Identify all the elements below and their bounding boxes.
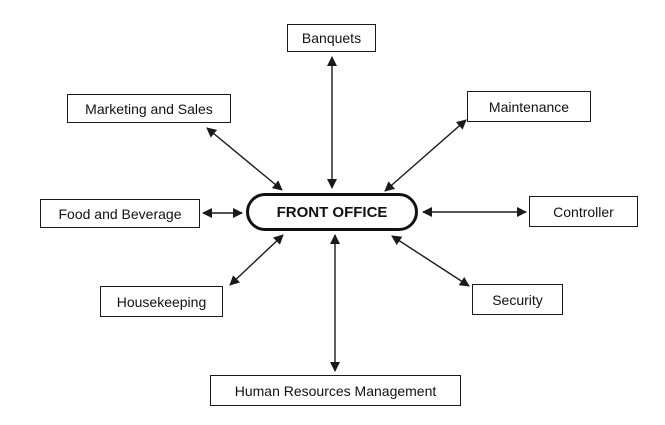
node-label: Banquets xyxy=(301,30,362,46)
node-label: Housekeeping xyxy=(116,293,207,310)
arrow-maintenance xyxy=(384,119,467,192)
node-label: Security xyxy=(492,291,543,308)
arrow-security xyxy=(391,235,470,287)
node-food-and-beverage: Food and Beverage xyxy=(40,199,200,228)
arrow-marketing xyxy=(206,127,283,191)
arrow-housekeeping xyxy=(229,234,284,286)
node-banquets: Banquets xyxy=(287,24,376,52)
node-label: Controller xyxy=(553,203,614,220)
node-housekeeping: Housekeeping xyxy=(100,286,223,317)
node-marketing-and-sales: Marketing and Sales xyxy=(67,94,231,123)
node-label: Maintenance xyxy=(488,98,570,115)
node-label: Marketing and Sales xyxy=(85,100,213,117)
node-security: Security xyxy=(472,284,563,315)
node-human-resources-management: Human Resources Management xyxy=(210,375,461,406)
node-label: Human Resources Management xyxy=(234,382,437,399)
node-front-office: FRONT OFFICE xyxy=(246,193,418,231)
node-maintenance: Maintenance xyxy=(467,91,591,122)
center-label: FRONT OFFICE xyxy=(276,203,388,221)
node-controller: Controller xyxy=(529,196,638,227)
node-label: Food and Beverage xyxy=(58,205,182,222)
